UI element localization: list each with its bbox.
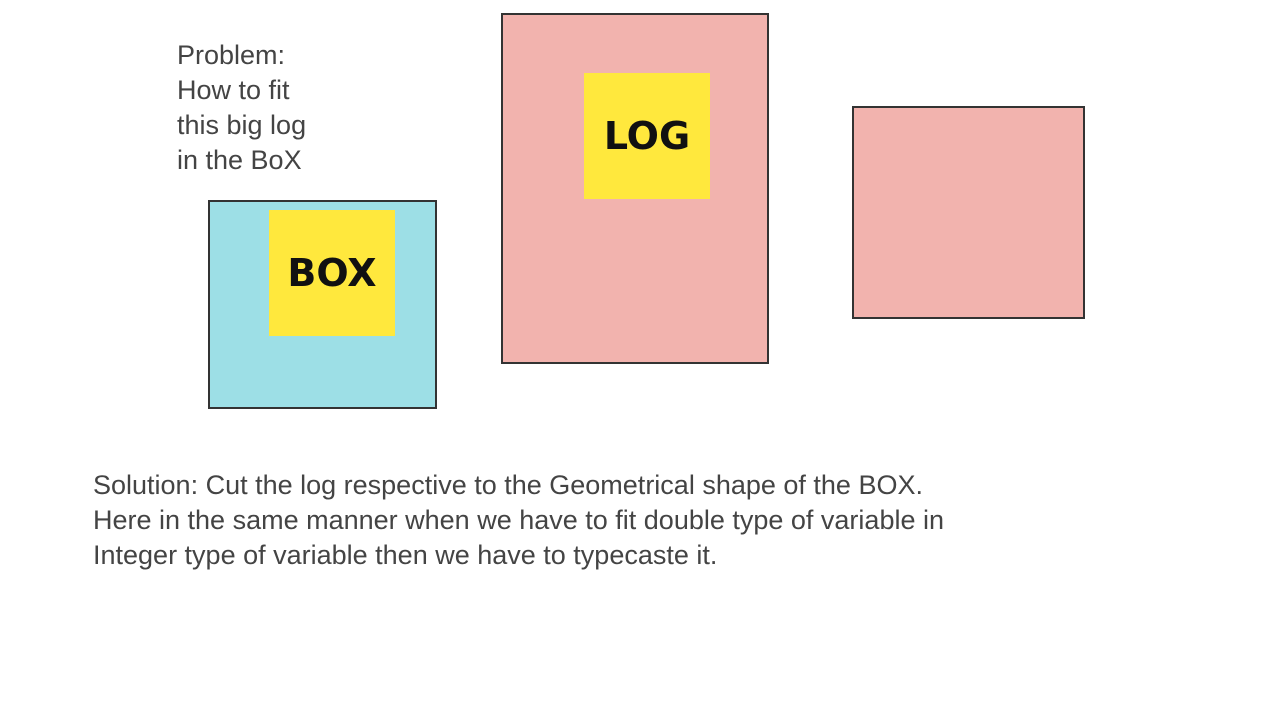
problem-line: this big log [177,110,307,140]
box-sticky-note: BOX [269,210,395,336]
log-sticky-note: LOG [584,73,710,199]
cut-log-shape [852,106,1085,319]
solution-statement: Solution: Cut the log respective to the … [93,468,944,573]
box-shape: BOX [208,200,437,409]
solution-line: Solution: Cut the log respective to the … [93,470,923,500]
problem-line: How to fit [177,75,290,105]
problem-line: in the BoX [177,145,302,175]
log-shape: LOG [501,13,769,364]
solution-line: Integer type of variable then we have to… [93,540,718,570]
solution-line: Here in the same manner when we have to … [93,505,944,535]
problem-statement: Problem: How to fit this big log in the … [177,38,306,178]
log-label: LOG [603,114,691,158]
box-label: BOX [287,251,377,295]
problem-line: Problem: [177,40,286,70]
